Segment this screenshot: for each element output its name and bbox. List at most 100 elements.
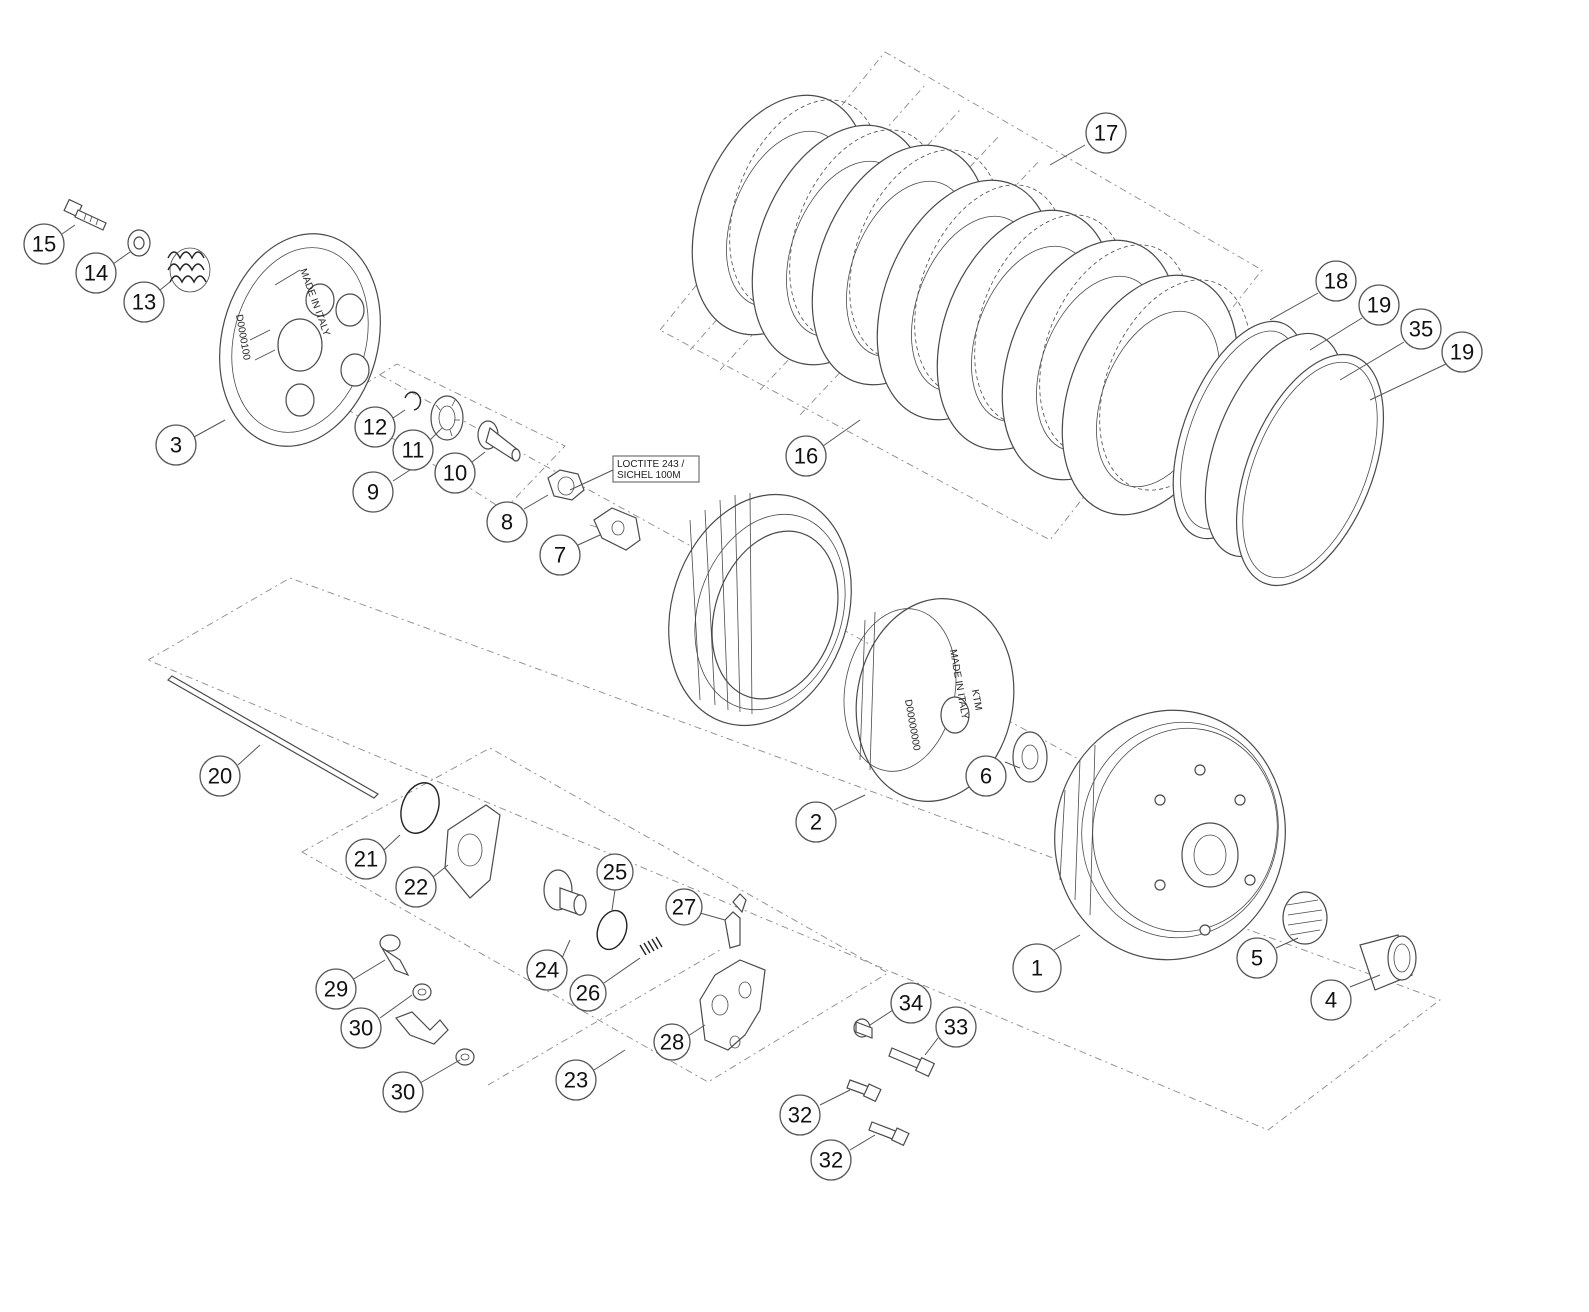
callout-circle — [779, 1094, 821, 1136]
callout-label: 2 — [810, 810, 822, 835]
loctite-note-line2: SICHEL 100M — [617, 470, 681, 481]
hub-brand-stamp: KTM — [969, 689, 983, 712]
bolt-part-32b — [868, 1121, 910, 1147]
callout-c34: 34 — [890, 982, 932, 1024]
spring-part-13 — [167, 247, 211, 293]
callout-c23: 23 — [555, 1059, 597, 1101]
callout-c8: 8 — [486, 501, 528, 543]
callout-label: 23 — [564, 1068, 588, 1093]
lock-washer-part-7 — [593, 507, 641, 551]
callout-label: 9 — [367, 480, 379, 505]
callout-circle — [935, 1006, 977, 1048]
callout-circle — [23, 223, 65, 265]
callout-c30b: 30 — [382, 1071, 424, 1113]
callout-label: 14 — [84, 261, 108, 286]
callout-label: 34 — [899, 991, 923, 1016]
callout-label: 15 — [32, 232, 56, 257]
piston-part-24 — [543, 869, 587, 916]
pressure-piece-part-10 — [477, 420, 521, 462]
gasket-part-22 — [444, 804, 501, 899]
sealing-washer-part-30b — [455, 1048, 475, 1066]
callout-label: 28 — [660, 1030, 684, 1055]
callout-circle — [539, 534, 581, 576]
callout-circle — [155, 424, 197, 466]
callout-c35: 35 — [1400, 308, 1442, 350]
callout-circle — [795, 801, 837, 843]
callout-circle — [486, 501, 528, 543]
thrust-washer-part-6 — [1012, 731, 1048, 783]
callout-c19b: 19 — [1441, 331, 1483, 373]
callout-circle — [1236, 937, 1278, 979]
callout-c2: 2 — [795, 801, 837, 843]
spring-part-26 — [639, 936, 663, 956]
callout-label: 21 — [354, 847, 378, 872]
callout-c15: 15 — [23, 223, 65, 265]
callout-circle — [890, 982, 932, 1024]
needle-cage-part-5 — [1282, 891, 1328, 945]
callout-c19a: 19 — [1358, 284, 1400, 326]
callout-c16: 16 — [785, 435, 827, 477]
callout-circle — [1358, 284, 1400, 326]
callout-label: 13 — [132, 290, 156, 315]
callout-label: 30 — [391, 1080, 415, 1105]
hex-nut-part-8 — [547, 469, 585, 501]
loctite-note-line1: LOCTITE 243 / — [617, 459, 684, 470]
callout-label: 6 — [980, 764, 992, 789]
callout-circle — [434, 452, 476, 494]
callout-circle — [1441, 331, 1483, 373]
callout-circle — [785, 435, 827, 477]
callout-c3: 3 — [155, 424, 197, 466]
inner-hub-part-2: MADE IN ITALY D00000000 KTM — [843, 598, 1015, 802]
callout-label: 1 — [1031, 956, 1043, 981]
callout-circle — [1315, 260, 1357, 302]
banjo-fitting — [395, 1011, 449, 1045]
callout-circle — [75, 252, 117, 294]
callout-circle — [354, 406, 396, 448]
callout-circle — [392, 429, 434, 471]
clutch-disc-stack-parts-16-17 — [691, 94, 1251, 516]
callout-label: 12 — [363, 415, 387, 440]
callout-label: 29 — [324, 977, 348, 1002]
washer-part-14 — [127, 229, 151, 257]
callout-circle — [1310, 979, 1352, 1021]
callout-label: 19 — [1450, 340, 1474, 365]
o-ring-part-21 — [400, 782, 440, 834]
slave-cylinder-part-28 — [699, 959, 766, 1051]
callout-c22: 22 — [395, 866, 437, 908]
callout-c28: 28 — [653, 1023, 691, 1061]
callout-label: 30 — [349, 1016, 373, 1041]
callout-label: 35 — [1409, 317, 1433, 342]
callout-label: 24 — [535, 958, 559, 983]
circlip-part-12 — [404, 391, 422, 411]
callout-c12: 12 — [354, 406, 396, 448]
callout-circle — [526, 949, 568, 991]
callout-c18: 18 — [1315, 260, 1357, 302]
callout-c32a: 32 — [779, 1094, 821, 1136]
bolt-part-15 — [63, 198, 107, 231]
callout-c29: 29 — [315, 968, 357, 1010]
callout-circle — [123, 281, 165, 323]
push-rod-part-20 — [167, 675, 379, 799]
callout-label: 3 — [170, 433, 182, 458]
callout-group: 1234567891011121314151617181935192021222… — [23, 112, 1483, 1181]
callout-c27: 27 — [665, 888, 703, 926]
callout-label: 19 — [1367, 293, 1391, 318]
callout-label: 4 — [1325, 988, 1337, 1013]
callout-circle — [665, 888, 703, 926]
callout-c21: 21 — [345, 838, 387, 880]
callout-c10: 10 — [434, 452, 476, 494]
callout-circle — [382, 1071, 424, 1113]
callout-circle — [596, 853, 634, 891]
callout-c4: 4 — [1310, 979, 1352, 1021]
callout-c7: 7 — [539, 534, 581, 576]
callout-c11: 11 — [392, 429, 434, 471]
bushing-part-4 — [1359, 934, 1417, 991]
callout-c32b: 32 — [810, 1139, 852, 1181]
leader-lines — [61, 144, 1447, 1151]
clutch-basket-part-1 — [1054, 709, 1286, 961]
banjo-bolt-part-29 — [379, 934, 410, 977]
callout-c1: 1 — [1012, 943, 1062, 993]
callout-circle — [653, 1023, 691, 1061]
clutch-pack-part-16-assembled — [668, 492, 852, 727]
